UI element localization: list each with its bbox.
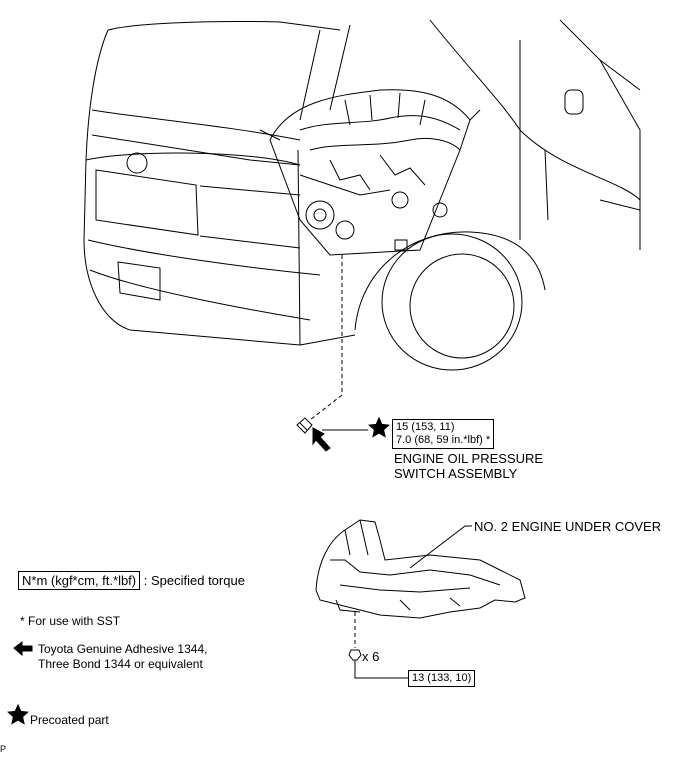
legend-torque-unit-box: N*m (kgf*cm, ft.*lbf) bbox=[18, 571, 141, 590]
oil-pressure-switch-part bbox=[296, 417, 313, 434]
legend-star-icon bbox=[7, 703, 29, 725]
precoated-star-icon bbox=[368, 416, 390, 438]
legend-torque: N*m (kgf*cm, ft.*lbf) : Specified torque bbox=[18, 571, 245, 590]
corner-mark: P bbox=[0, 744, 7, 754]
oil-switch-torque-line2: 7.0 (68, 59 in.*lbf) * bbox=[396, 434, 491, 446]
under-cover-part bbox=[315, 519, 526, 619]
wheel-rim bbox=[409, 253, 515, 359]
legend-adhesive-arrow-icon bbox=[13, 641, 33, 657]
oil-switch-torque-line1: 15 (153, 11) bbox=[396, 421, 455, 433]
under-cover-label: NO. 2 ENGINE UNDER COVER bbox=[474, 519, 662, 534]
legend-adhesive-line1: Toyota Genuine Adhesive 1344, bbox=[38, 642, 208, 656]
legend-precoated: Precoated part bbox=[30, 713, 109, 727]
bolt-quantity: x 6 bbox=[362, 649, 380, 664]
door-handle bbox=[564, 89, 584, 115]
van-body bbox=[83, 19, 641, 371]
oil-switch-leader bbox=[309, 255, 343, 421]
oil-switch-label-line2: SWITCH ASSEMBLY bbox=[394, 466, 518, 481]
oil-switch-label-line1: ENGINE OIL PRESSURE bbox=[394, 451, 544, 466]
engine-block bbox=[259, 89, 481, 256]
oil-switch-label: ENGINE OIL PRESSURE SWITCH ASSEMBLY bbox=[394, 451, 543, 481]
under-cover-leader bbox=[409, 525, 472, 569]
oil-switch-torque-box: 15 (153, 11) 7.0 (68, 59 in.*lbf) * bbox=[392, 419, 495, 449]
legend-adhesive: Toyota Genuine Adhesive 1344, Three Bond… bbox=[38, 642, 207, 672]
adhesive-arrow-icon bbox=[312, 427, 331, 452]
bolt-torque-box: 13 (133, 10) bbox=[408, 670, 476, 687]
legend-sst-note: * For use with SST bbox=[20, 614, 121, 628]
legend-adhesive-line2: Three Bond 1344 or equivalent bbox=[38, 657, 203, 671]
legend-torque-desc: : Specified torque bbox=[143, 573, 245, 588]
bolt-torque-line bbox=[354, 666, 408, 679]
bolt-part bbox=[348, 649, 362, 666]
tire bbox=[381, 233, 523, 371]
headlight bbox=[126, 152, 148, 174]
